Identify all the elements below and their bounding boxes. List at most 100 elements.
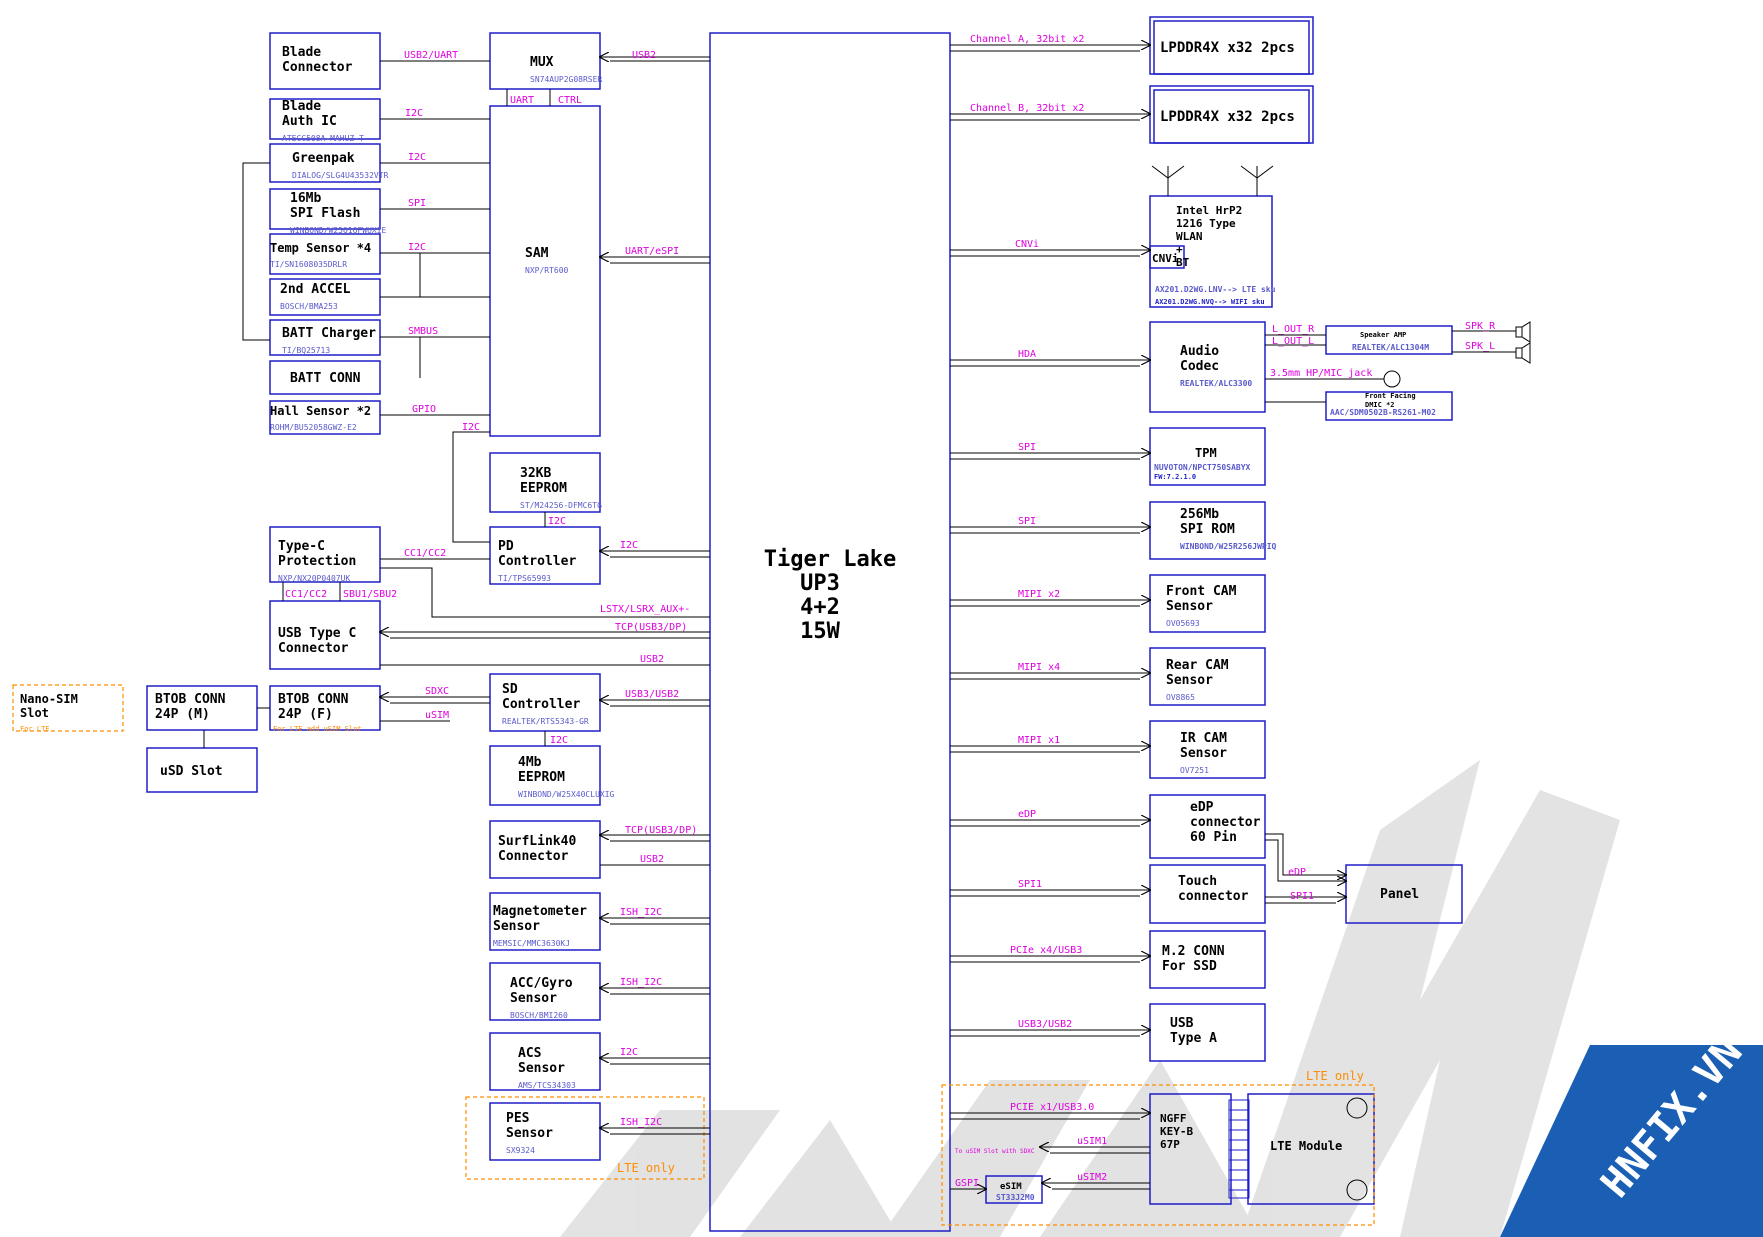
sig-ch-b: Channel B, 32bit x2 (970, 103, 1084, 114)
lte-notes: LTE only LTE only (617, 1069, 1364, 1175)
sig-cnvi: CNVi (1015, 239, 1039, 250)
sig-lout-l: L_OUT_L (1272, 336, 1314, 347)
sig-surflink-usb2: USB2 (640, 854, 664, 865)
eeprom4-label-1: 4Mb (518, 755, 542, 770)
sig-sam-pd-i2c: I2C (462, 422, 480, 433)
audio-label-1: Audio (1180, 344, 1219, 359)
acs-label-1: ACS (518, 1046, 542, 1061)
pd-label-1: PD (498, 539, 514, 554)
temp-sensor-label-1: Temp Sensor *4 (270, 241, 371, 255)
sig-pes: ISH_I2C (620, 1117, 662, 1128)
usbc-conn-label-2: Connector (278, 641, 349, 656)
lte-module-details (1228, 1097, 1368, 1201)
eeprom4-part-number: WINBOND/W25X40CLUXIG (518, 790, 615, 799)
acs-label-2: Sensor (518, 1061, 565, 1076)
acs-part-number: AMS/TCS34303 (518, 1081, 576, 1090)
greenpak-label-1: Greenpak (292, 151, 355, 166)
btob-f-label-2: 24P (F) (278, 707, 333, 722)
sig-surflink-tcp: TCP(USB3/DP) (625, 825, 697, 836)
m2-ssd-label-2: For SSD (1162, 959, 1217, 974)
sig-mipi1: MIPI x1 (1018, 735, 1060, 746)
ir-cam-label-2: Sensor (1180, 746, 1227, 761)
pd-label-2: Controller (498, 554, 576, 569)
speaker-icons (1383, 321, 1531, 388)
pd-part-number: TI/TPS65993 (498, 574, 551, 583)
typec-prot-part-number: NXP/NX20P0407UK (278, 574, 350, 583)
accgyro-part-number: BOSCH/BMI260 (510, 1011, 568, 1020)
wlan-part-number: AX201.D2WG.LNV--> LTE sku (1155, 285, 1276, 294)
front-cam-label-2: Sensor (1166, 599, 1213, 614)
mux-label-1: MUX (530, 55, 554, 70)
sig-usim: uSIM (425, 710, 449, 721)
sig-lout-r: L_OUT_R (1272, 324, 1315, 335)
wlan-label-4: + (1176, 243, 1183, 256)
m2-ssd-label-1: M.2 CONN (1162, 944, 1225, 959)
sig-temp-i2c: I2C (408, 242, 426, 253)
sig-gpio: GPIO (412, 404, 436, 415)
typec-prot-label-1: Type-C (278, 539, 325, 554)
spi-flash-label-2: SPI Flash (290, 206, 360, 221)
tpm-part-number: NUVOTON/NPCT750SABYX (1154, 463, 1251, 472)
tpm-label-1: TPM (1195, 446, 1217, 460)
sd-label-2: Controller (502, 697, 580, 712)
blade-auth-label-1: Blade (282, 99, 321, 114)
sig-uart: UART (510, 95, 534, 106)
sig-tcp: TCP(USB3/DP) (615, 622, 687, 633)
front-cam-label-1: Front CAM (1166, 584, 1237, 599)
left-blocks (146, 32, 381, 793)
usb-a-label-1: USB (1170, 1016, 1194, 1031)
sig-panel-spi1: SPI1 (1290, 891, 1314, 902)
btob-f-label-1: BTOB CONN (278, 692, 349, 707)
wlan-label-3: WLAN (1176, 230, 1203, 243)
magneto-label-1: Magnetometer (493, 904, 587, 919)
dmic-label-1: Front Facing (1365, 392, 1416, 400)
cpu-line-3: 4+2 (800, 595, 840, 620)
lte-only-note-left: LTE only (617, 1161, 675, 1175)
cpu-line-1: Tiger Lake (764, 547, 896, 572)
wlan-label-5: BT (1176, 256, 1190, 269)
eeprom32-part-number: ST/M24256-DFMC6TG (520, 501, 602, 510)
sig-hda: HDA (1018, 349, 1036, 360)
sig-mux-cpu: USB2 (632, 50, 656, 61)
batt-charger-label-1: BATT Charger (282, 326, 376, 341)
sig-to-usim: To uSIM Slot with SDXC (955, 1148, 1035, 1155)
sig-lstx: LSTX/LSRX_AUX+- (600, 604, 690, 615)
edp-conn-label-3: 60 Pin (1190, 830, 1237, 845)
sig-sd-cpu: USB3/USB2 (625, 689, 679, 700)
lte-label-1: LTE Module (1270, 1139, 1342, 1153)
accel2-label-1: 2nd ACCEL (280, 282, 351, 297)
sig-mag: ISH_I2C (620, 907, 662, 918)
blade-conn-label-1: Blade (282, 45, 321, 60)
sig-pcie1: PCIE x1/USB3.0 (1010, 1102, 1094, 1113)
cpu-block: Tiger Lake UP3 4+2 15W (709, 32, 951, 1232)
temp-sensor-part-number: TI/SN1608035DRLR (270, 260, 347, 269)
panel-label-1: Panel (1380, 887, 1419, 902)
wlan-cnvi-label: CNVi (1152, 252, 1179, 265)
surflink-label-2: Connector (498, 849, 569, 864)
accgyro-label-2: Sensor (510, 991, 557, 1006)
nano-sim-frame (12, 684, 124, 732)
nano-sim-part-number: For LTE (20, 725, 50, 733)
accgyro-label-1: ACC/Gyro (510, 976, 573, 991)
sig-ch-a: Channel A, 32bit x2 (970, 34, 1084, 45)
sam-label-1: SAM (525, 246, 549, 261)
nano-sim-label-1: Nano-SIM (20, 692, 78, 706)
eeprom32-label-1: 32KB (520, 466, 551, 481)
touch-label-1: Touch (1178, 874, 1217, 889)
sig-prot-cc: CC1/CC2 (285, 589, 327, 600)
spi-flash-label-1: 16Mb (290, 191, 321, 206)
touch-label-2: connector (1178, 889, 1249, 904)
lpddr-a-label-1: LPDDR4X x32 2pcs (1160, 40, 1295, 56)
sd-label-1: SD (502, 682, 518, 697)
sig-smbus: SMBUS (408, 326, 438, 337)
watermark-logo: HNFIX.VN (1500, 1029, 1763, 1237)
esim-label-1: eSIM (1000, 1182, 1022, 1192)
wires (203, 45, 1516, 1189)
btob-m-label-1: BTOB CONN (155, 692, 226, 707)
cpu-line-4: 15W (800, 619, 840, 644)
sig-sd-eeprom: I2C (550, 735, 568, 746)
batt-charger-part-number: TI/BQ25713 (282, 346, 330, 355)
antenna-icons (1151, 165, 1274, 196)
pes-part-number: SX9324 (506, 1146, 535, 1155)
sig-sam-cpu: UART/eSPI (625, 246, 679, 257)
